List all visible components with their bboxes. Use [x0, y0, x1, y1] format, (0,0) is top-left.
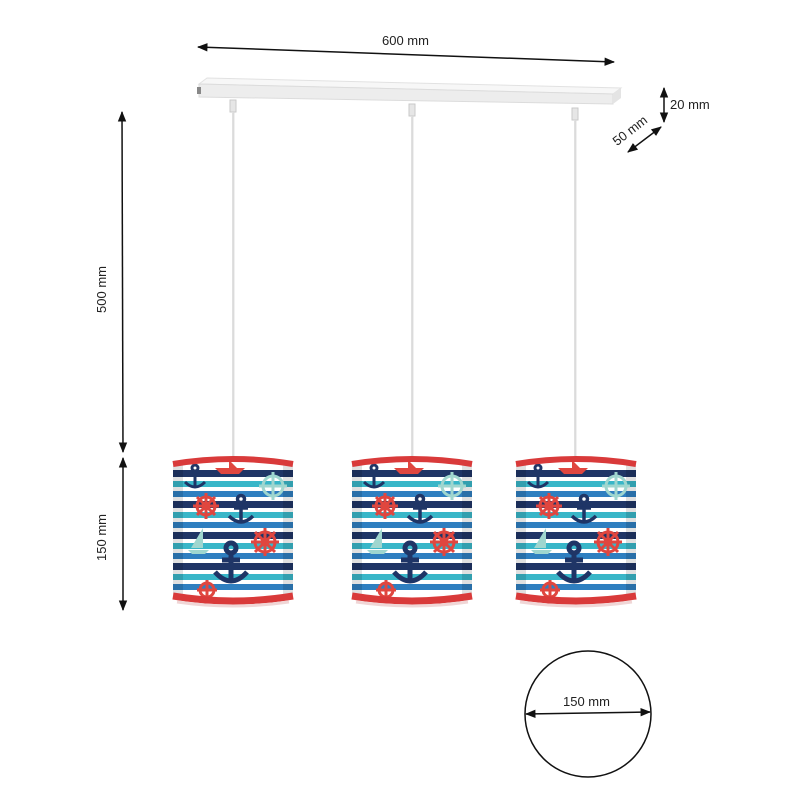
dimension-line-diameter: [524, 707, 652, 719]
dimension-line-length: [196, 43, 616, 66]
lamp-shade-right: [516, 456, 636, 606]
lamp-shade-left: [173, 456, 293, 606]
label-canopy-length: 600 mm: [382, 33, 429, 48]
label-canopy-height: 20 mm: [670, 97, 710, 112]
dimension-line-cord: [117, 110, 128, 454]
label-shade-height: 150 mm: [93, 514, 109, 561]
lamp-shade-center: [352, 456, 472, 606]
label-shade-diameter: 150 mm: [563, 694, 610, 709]
pendant-cords: [229, 99, 579, 458]
dimension-line-depth: [627, 126, 662, 153]
label-cord-length: 500 mm: [93, 266, 109, 313]
canopy-bar: [197, 77, 623, 105]
